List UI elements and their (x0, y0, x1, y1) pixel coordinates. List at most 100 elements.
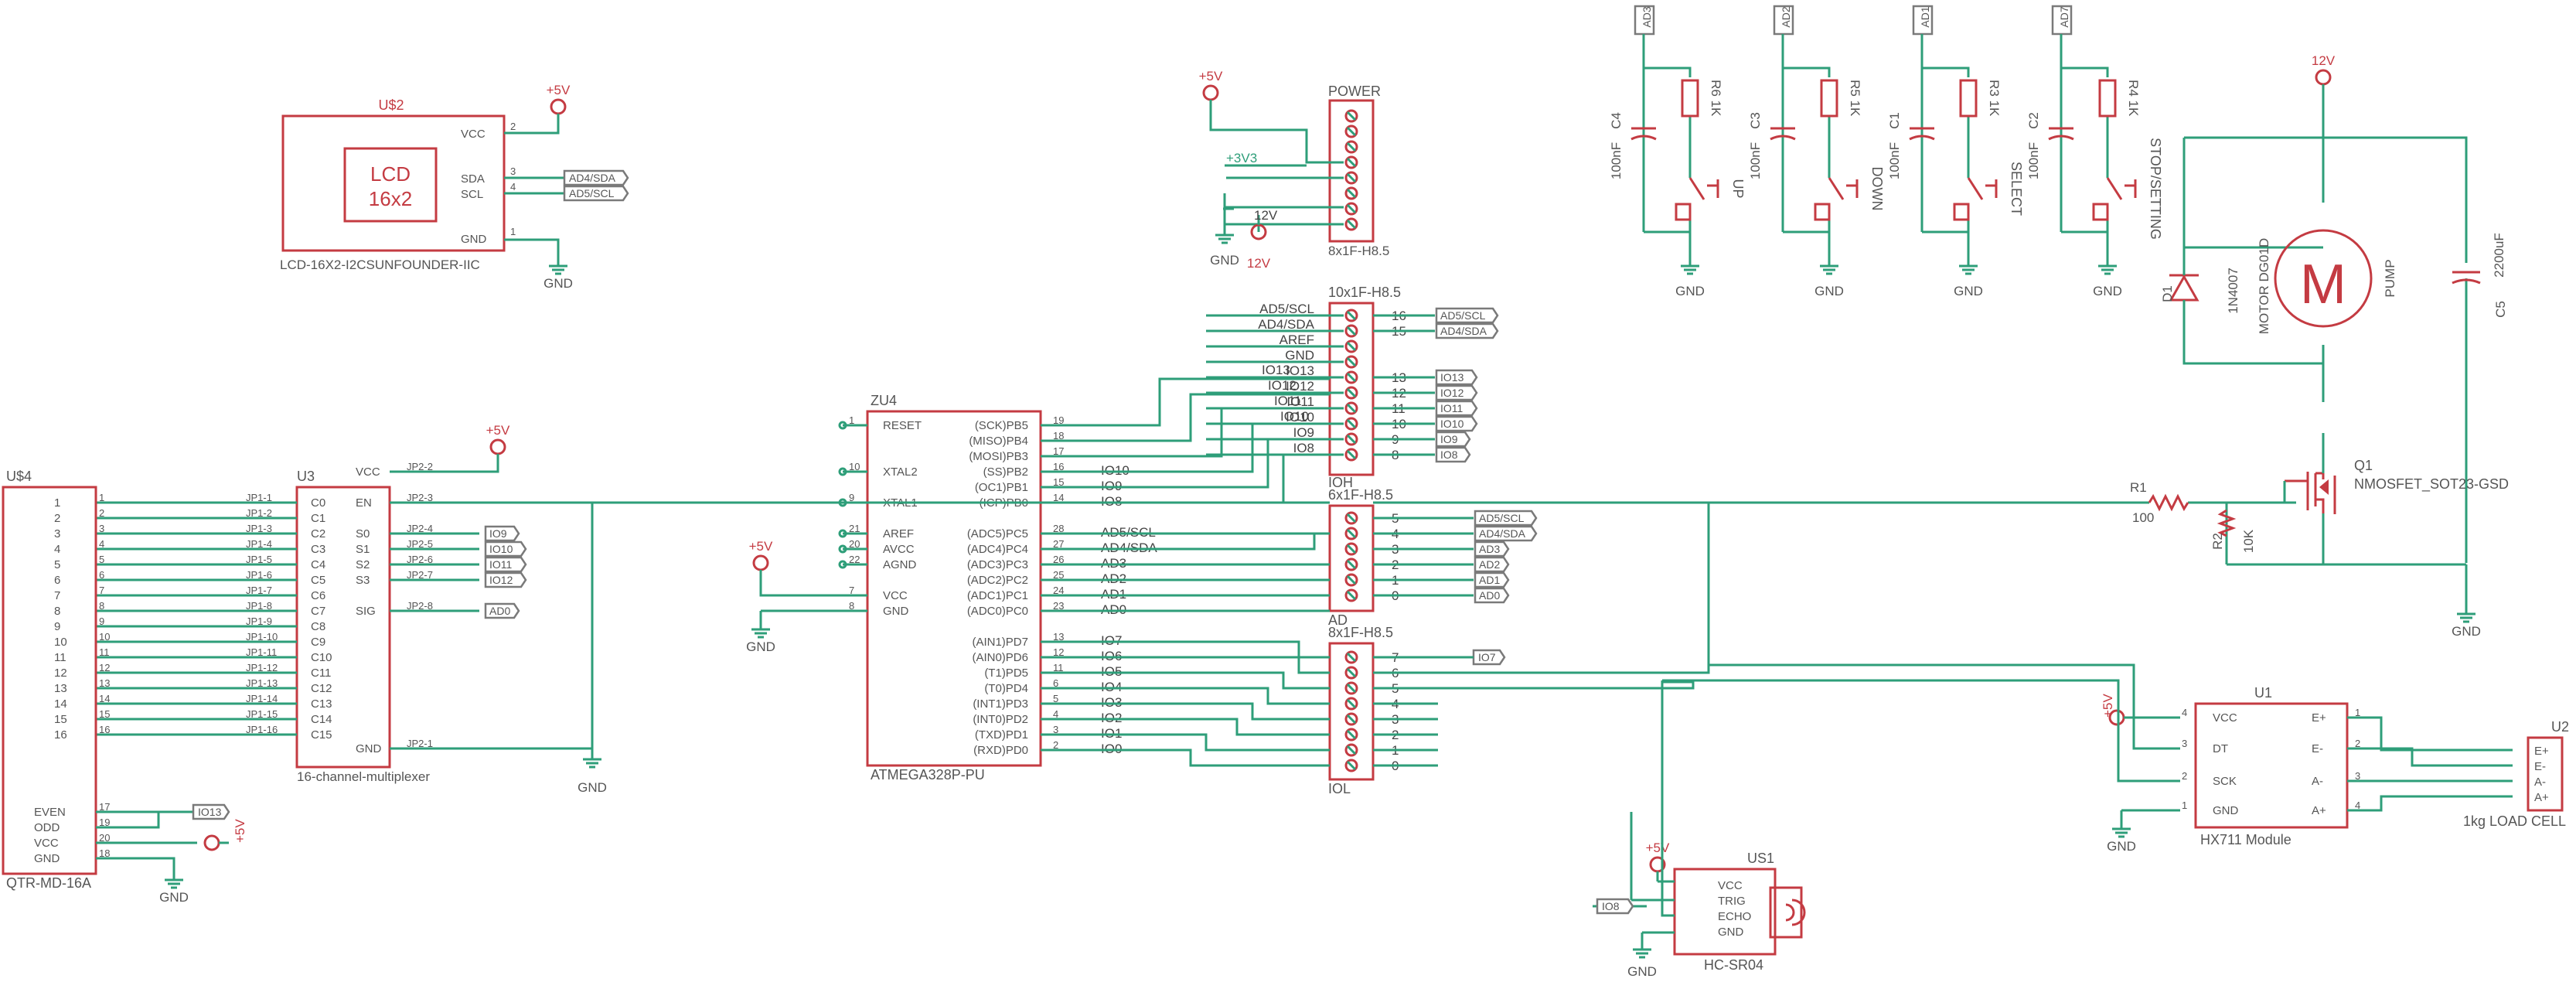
mux-jp-label: JP2-4 (407, 523, 433, 534)
button-wire (2060, 34, 2109, 234)
mux-tag: IO11 (489, 558, 513, 571)
mux-jp-label: JP1-6 (246, 569, 272, 581)
svg-text:GND: GND (2107, 839, 2136, 854)
svg-text:E-: E- (2534, 760, 2546, 773)
mcu-ioh-label: IO10 (1280, 409, 1309, 424)
hx-right-pin: A- (2312, 775, 2323, 788)
svg-text:IOL: IOL (1328, 781, 1351, 796)
ad-pin (1344, 542, 1358, 556)
lcd-ref: U$2 (378, 97, 404, 113)
mcu-right-pin: (MOSI)PB3 (969, 450, 1028, 463)
mcu-left-num: 21 (849, 523, 860, 534)
resistor-value: 1K (1709, 101, 1723, 117)
resistor-r3 (1959, 79, 1978, 118)
ad-pin (1344, 573, 1358, 587)
mcu-left-num: 10 (849, 461, 860, 472)
svg-text:1: 1 (510, 226, 516, 237)
ad-tag-shape (1474, 587, 1510, 604)
c5-ref: C5 (2493, 301, 2508, 318)
svg-text:A+: A+ (2534, 791, 2549, 804)
svg-text:GND: GND (1718, 926, 1744, 939)
iol-pin (1344, 712, 1358, 726)
iol-pin (1344, 743, 1358, 757)
qtr-pin-num: 9 (99, 615, 104, 627)
ioh-pin-mark (1346, 403, 1357, 414)
mcu-left-pin: XTAL2 (883, 465, 918, 479)
mux-jp-label: JP1-16 (246, 724, 278, 735)
mcu-right-num: 24 (1053, 585, 1064, 596)
ioh-header: 10x1F-H8.5 IOH AD5/SCLAD4/SDAAREFGNDIO13… (1206, 285, 1499, 490)
iol-pin (1344, 697, 1358, 711)
power-pin (1344, 202, 1358, 216)
mcu-right-num: 6 (1053, 677, 1058, 689)
power-pin-mark (1346, 188, 1357, 199)
qtr-pin-num: 16 (99, 724, 110, 735)
qtr-pin-label: 12 (54, 667, 67, 680)
mux-left-pin: C6 (311, 589, 325, 602)
button-gnd-label: GND (1675, 284, 1705, 298)
qtr-bottom-num: 17 (99, 801, 110, 813)
ad-pin-mark (1346, 575, 1357, 585)
svg-text:12V: 12V (1247, 256, 1271, 271)
mux-left-pin: C11 (311, 667, 331, 680)
qtr-pin-label: 1 (54, 496, 60, 510)
lcd-module: U$2 LCD 16x2 VCC SDA SCL GND 2 3 4 1 LCD… (280, 83, 629, 291)
mcu-right-pin: (SS)PB2 (983, 465, 1028, 479)
iol-pin (1344, 681, 1358, 695)
qtr-pin-num: 12 (99, 662, 110, 673)
ad-tag-shape (1474, 510, 1538, 527)
ioh-left-label: AD5/SCL (1259, 302, 1314, 316)
power-pin-mark (1346, 126, 1357, 137)
hx-right-pin: A+ (2312, 804, 2326, 817)
mux-right-pin: EN (356, 496, 372, 510)
ioh-pin (1344, 355, 1358, 369)
button-tag: AD2 (1780, 6, 1792, 27)
ioh-tag-shape (1435, 446, 1471, 463)
ioh-pin (1344, 448, 1358, 462)
power-pin (1344, 109, 1358, 123)
ioh-tag-shape (1435, 415, 1478, 432)
mux-jp-label: JP1-2 (246, 507, 272, 519)
mux-right-pin: SIG (356, 605, 376, 618)
qtr-pin-label: 6 (54, 574, 60, 587)
mcu-right-num: 3 (1053, 724, 1058, 735)
mcu-left-pin: RESET (883, 419, 922, 432)
svg-text:+5V: +5V (1646, 840, 1670, 855)
qtr-pin-label: 13 (54, 682, 67, 695)
switch-body (1814, 203, 1831, 221)
mux-right-pin: VCC (356, 465, 380, 479)
resistor-r6 (1681, 79, 1699, 118)
mux-right-pin: GND (356, 742, 382, 755)
motor-ref: MOTOR DG01D (2257, 238, 2271, 334)
mcu-left-pin: VCC (883, 589, 908, 602)
resistor-ref: R5 (1848, 80, 1862, 97)
cap-value: 100nF (1748, 142, 1763, 179)
atmega328p: ZU4 ATMEGA328P-PU RESET1XTAL210XTAL19ARE… (746, 363, 1330, 783)
qtr-bottom-pin: ODD (34, 821, 60, 834)
ioh-left-label: IO11 (1286, 394, 1314, 409)
mux-left-pin: C3 (311, 543, 325, 556)
switch-body (1675, 203, 1692, 221)
svg-text:GND: GND (578, 780, 607, 795)
button-wire (1781, 34, 1831, 234)
qtr-io13-tag: IO13 (198, 806, 222, 818)
hx-left-num: 4 (2182, 707, 2187, 718)
ad-pin (1344, 511, 1358, 525)
hx-left-num: 3 (2182, 738, 2187, 749)
button-wire (1642, 34, 1692, 234)
svg-text:3: 3 (510, 165, 516, 177)
resistor-ref: R4 (2126, 80, 2141, 97)
iol-pin-mark (1346, 760, 1357, 771)
qtr-pin-label: 11 (54, 651, 66, 664)
mcu-right-pin: (SCK)PB5 (975, 419, 1028, 432)
cap-value: 100nF (2026, 142, 2041, 179)
hx-right-num: 4 (2355, 800, 2360, 811)
hx711-ref: U1 (2254, 685, 2272, 701)
qtr-pin-num: 11 (99, 646, 110, 658)
ad-tag: AD2 (1479, 558, 1500, 571)
qtr-bottom-pin: EVEN (34, 806, 66, 819)
sonar-io8-tag: IO8 (1602, 900, 1620, 912)
